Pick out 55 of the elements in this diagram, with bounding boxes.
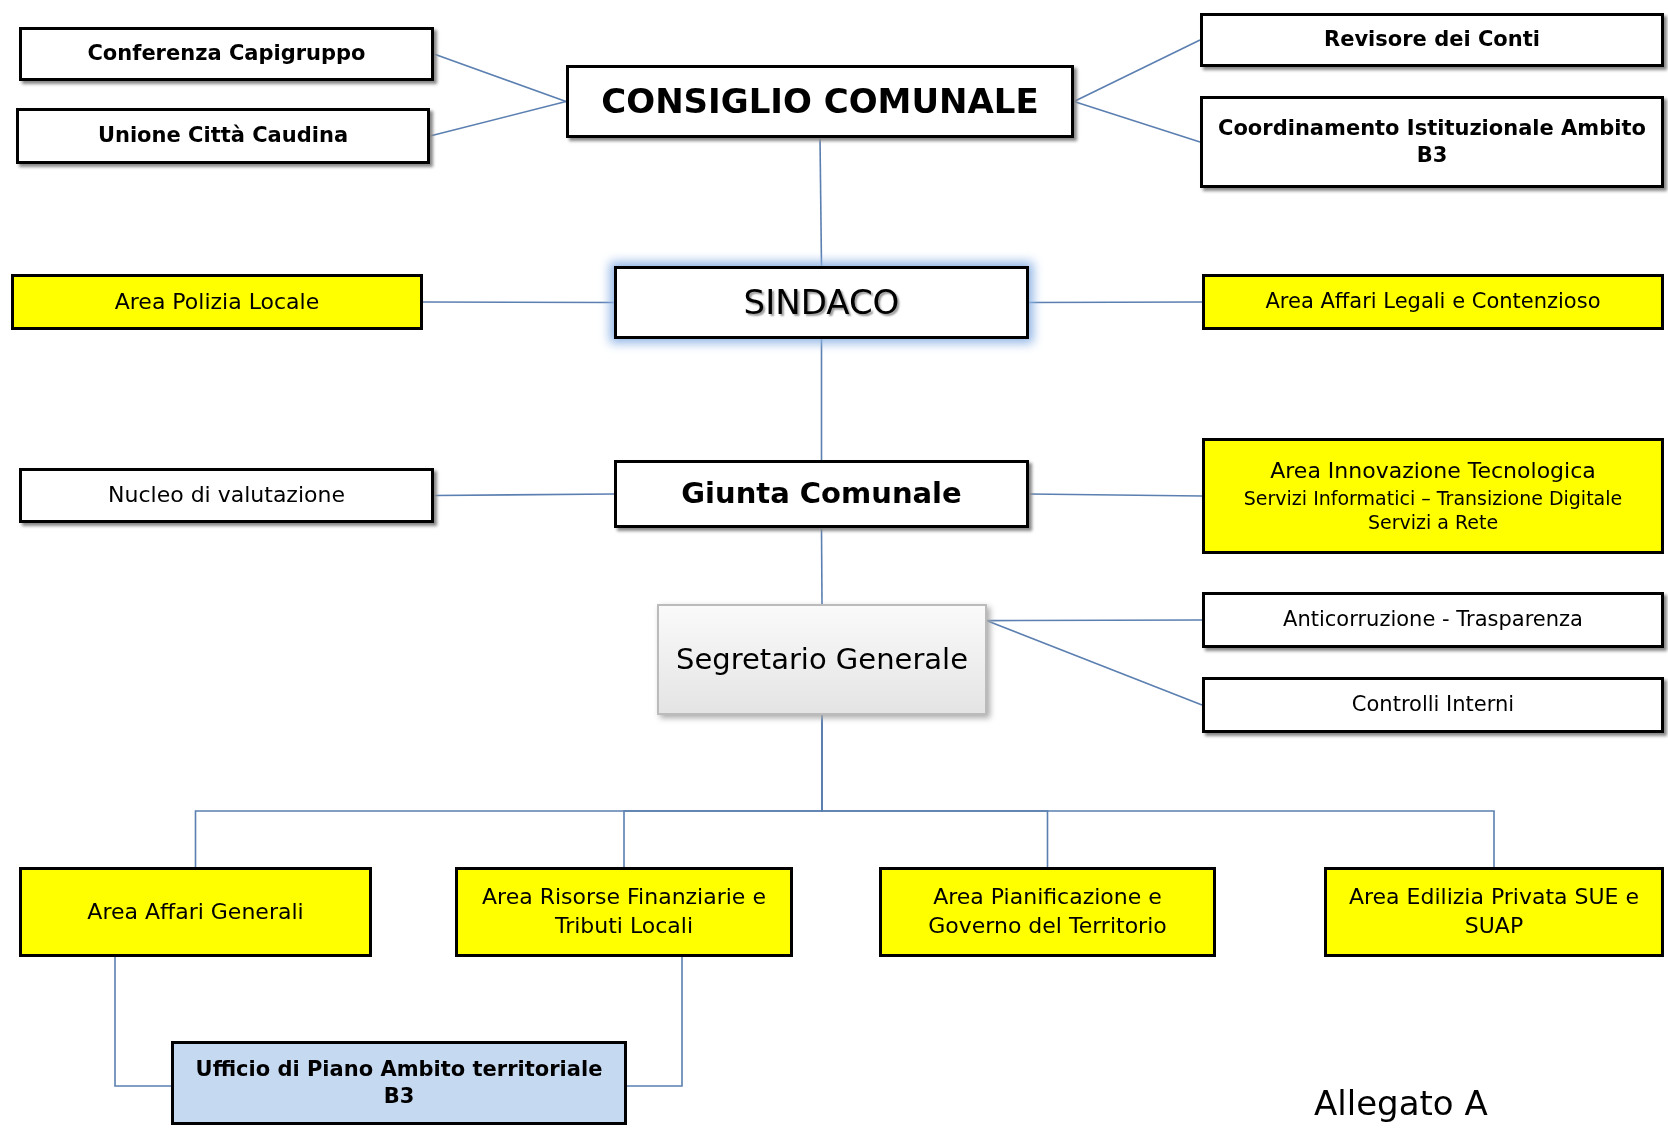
org-box — [566, 65, 1074, 138]
box-title: Area Risorse Finanziarie e Tributi Locali — [481, 883, 767, 940]
connector-line — [1073, 100, 1201, 143]
connector-line — [433, 493, 615, 497]
box-title: Anticorruzione - Trasparenza — [1282, 606, 1584, 634]
box-title: Unione Città Caudina — [96, 122, 350, 150]
org-box — [1202, 592, 1664, 648]
area-box — [1202, 274, 1664, 330]
connector-line — [819, 137, 823, 267]
box-title: Area Polizia Locale — [113, 287, 321, 316]
org-box — [657, 604, 987, 715]
connector-line — [422, 301, 615, 304]
box-title: Ufficio di Piano Ambito territoriale B3 — [194, 1055, 604, 1110]
org-box — [1202, 677, 1664, 733]
connector-line — [1073, 39, 1201, 103]
box-subtitle: Servizi Informatici – Transizione Digitale Servizi a Rete — [1242, 485, 1624, 535]
connector-line — [114, 956, 172, 1087]
box-title: Area Affari Legali e Contenzioso — [1264, 288, 1602, 316]
connector-line — [1028, 301, 1203, 304]
org-box — [1200, 13, 1664, 67]
connector-line — [820, 338, 823, 461]
org-box — [614, 266, 1029, 339]
org-box — [1200, 96, 1664, 188]
connector-line — [820, 527, 823, 605]
box-title: Area Edilizia Privata SUE e SUAP — [1347, 883, 1641, 940]
box-title: Area Affari Generali — [86, 897, 305, 926]
org-box — [19, 468, 434, 523]
area-box — [11, 274, 423, 330]
connector-line — [1028, 493, 1203, 497]
box-title: CONSIGLIO COMUNALE — [600, 80, 1040, 124]
box-title: SINDACO — [742, 281, 901, 325]
box-title: Giunta Comunale — [680, 475, 963, 513]
area-box — [1324, 867, 1664, 957]
box-title: Revisore dei Conti — [1323, 26, 1541, 54]
connector-line — [429, 100, 567, 137]
connector-line — [433, 53, 567, 103]
area-box — [1202, 438, 1664, 554]
box-title: Controlli Interni — [1350, 691, 1516, 719]
area-box — [19, 867, 372, 957]
box-title: Conferenza Capigruppo — [86, 40, 367, 68]
annex-label: Allegato A — [1314, 1083, 1488, 1123]
box-title: Area Pianificazione e Governo del Territorio — [927, 883, 1168, 940]
connector-line — [626, 956, 683, 1087]
area-box — [879, 867, 1216, 957]
office-box — [171, 1041, 627, 1125]
area-box — [455, 867, 793, 957]
org-box — [16, 108, 430, 164]
box-title: Segretario Generale — [675, 640, 969, 678]
box-title: Area Innovazione Tecnologica — [1269, 457, 1597, 485]
org-box — [614, 460, 1029, 528]
box-title: Coordinamento Istituzionale Ambito B3 — [1217, 114, 1647, 169]
org-box — [19, 27, 434, 81]
connector-line — [986, 619, 1203, 622]
box-title: Nucleo di valutazione — [107, 481, 346, 510]
connector-line — [986, 619, 1203, 706]
